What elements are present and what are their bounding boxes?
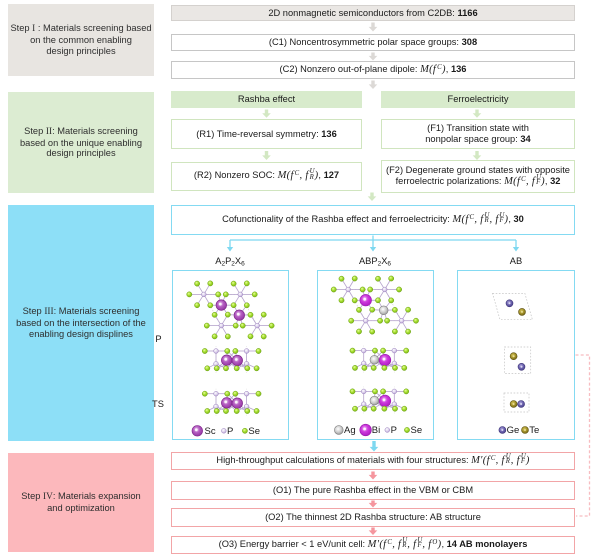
svg-text:TS: TS bbox=[152, 399, 164, 409]
svg-text:A2P2X6: A2P2X6 bbox=[215, 256, 245, 268]
svg-text:Se: Se bbox=[411, 425, 423, 436]
svg-text:P: P bbox=[155, 334, 161, 344]
svg-text:P: P bbox=[391, 425, 397, 436]
svg-text:Bi: Bi bbox=[372, 425, 380, 436]
svg-text:Se: Se bbox=[248, 426, 260, 437]
svg-text:P: P bbox=[227, 426, 233, 437]
svg-text:Sc: Sc bbox=[205, 426, 216, 437]
svg-text:Te: Te bbox=[529, 425, 539, 436]
svg-text:AB: AB bbox=[510, 256, 522, 266]
svg-text:Ag: Ag bbox=[344, 425, 356, 436]
svg-text:Ge: Ge bbox=[507, 425, 520, 436]
svg-text:ABP2X6: ABP2X6 bbox=[359, 256, 391, 268]
